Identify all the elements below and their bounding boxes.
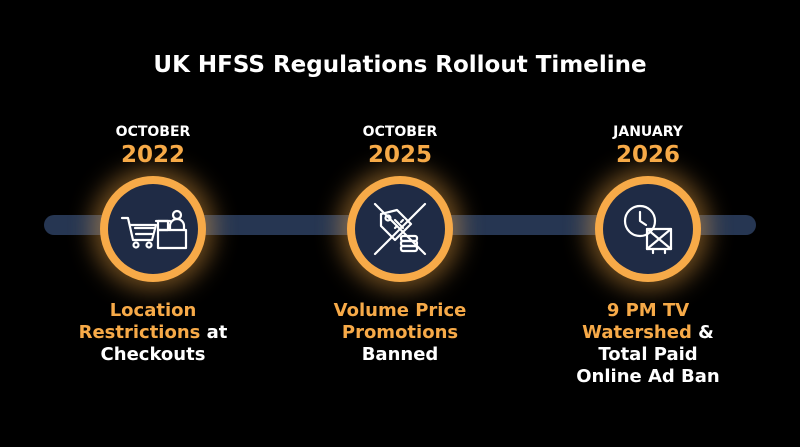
milestone-year: 2025 bbox=[367, 142, 432, 168]
milestone-caption: Location Restrictions at Checkouts bbox=[23, 300, 283, 366]
caption-line-1: 9 PM TV bbox=[606, 300, 690, 321]
clock-no-tv-icon bbox=[623, 204, 673, 255]
milestone-year: 2026 bbox=[615, 142, 680, 168]
node-inner bbox=[603, 184, 693, 274]
node-inner bbox=[108, 184, 198, 274]
milestone-caption: Volume Price Promotions Banned bbox=[270, 300, 530, 366]
caption-line-4: Online Ad Ban bbox=[576, 366, 720, 387]
caption-line-3: Banned bbox=[361, 344, 439, 365]
milestone-month: JANUARY bbox=[613, 124, 683, 140]
milestone-node bbox=[347, 176, 453, 282]
no-price-promotion-icon bbox=[373, 202, 427, 256]
milestone-month: OCTOBER bbox=[115, 124, 191, 140]
milestone-month: OCTOBER bbox=[362, 124, 438, 140]
milestone-caption: 9 PM TV Watershed & Total Paid Online Ad… bbox=[518, 300, 778, 388]
caption-line-2-highlight: Restrictions bbox=[78, 322, 201, 343]
caption-line-3: Total Paid bbox=[598, 344, 698, 365]
milestone-2022: OCTOBER 2022 Location Restrictions at Ch… bbox=[23, 0, 283, 447]
milestone-year: 2022 bbox=[120, 142, 185, 168]
caption-line-2-highlight: Watershed bbox=[582, 322, 692, 343]
caption-line-2-highlight: Promotions bbox=[341, 322, 459, 343]
caption-line-2-rest: & bbox=[691, 322, 714, 343]
page-title: UK HFSS Regulations Rollout Timeline bbox=[153, 52, 647, 78]
milestone-node bbox=[595, 176, 701, 282]
milestone-2025: OCTOBER 2025 Volume Price Promotions Ban… bbox=[270, 0, 530, 447]
node-inner bbox=[355, 184, 445, 274]
milestone-2026: JANUARY 2026 9 PM TV Watershed & Total P… bbox=[518, 0, 778, 447]
checkout-cart-icon bbox=[120, 209, 188, 250]
milestone-node bbox=[100, 176, 206, 282]
caption-line-1: Volume Price bbox=[333, 300, 467, 321]
caption-line-3: Checkouts bbox=[100, 344, 206, 365]
caption-line-1: Location bbox=[109, 300, 197, 321]
caption-line-2-rest: at bbox=[200, 322, 228, 343]
